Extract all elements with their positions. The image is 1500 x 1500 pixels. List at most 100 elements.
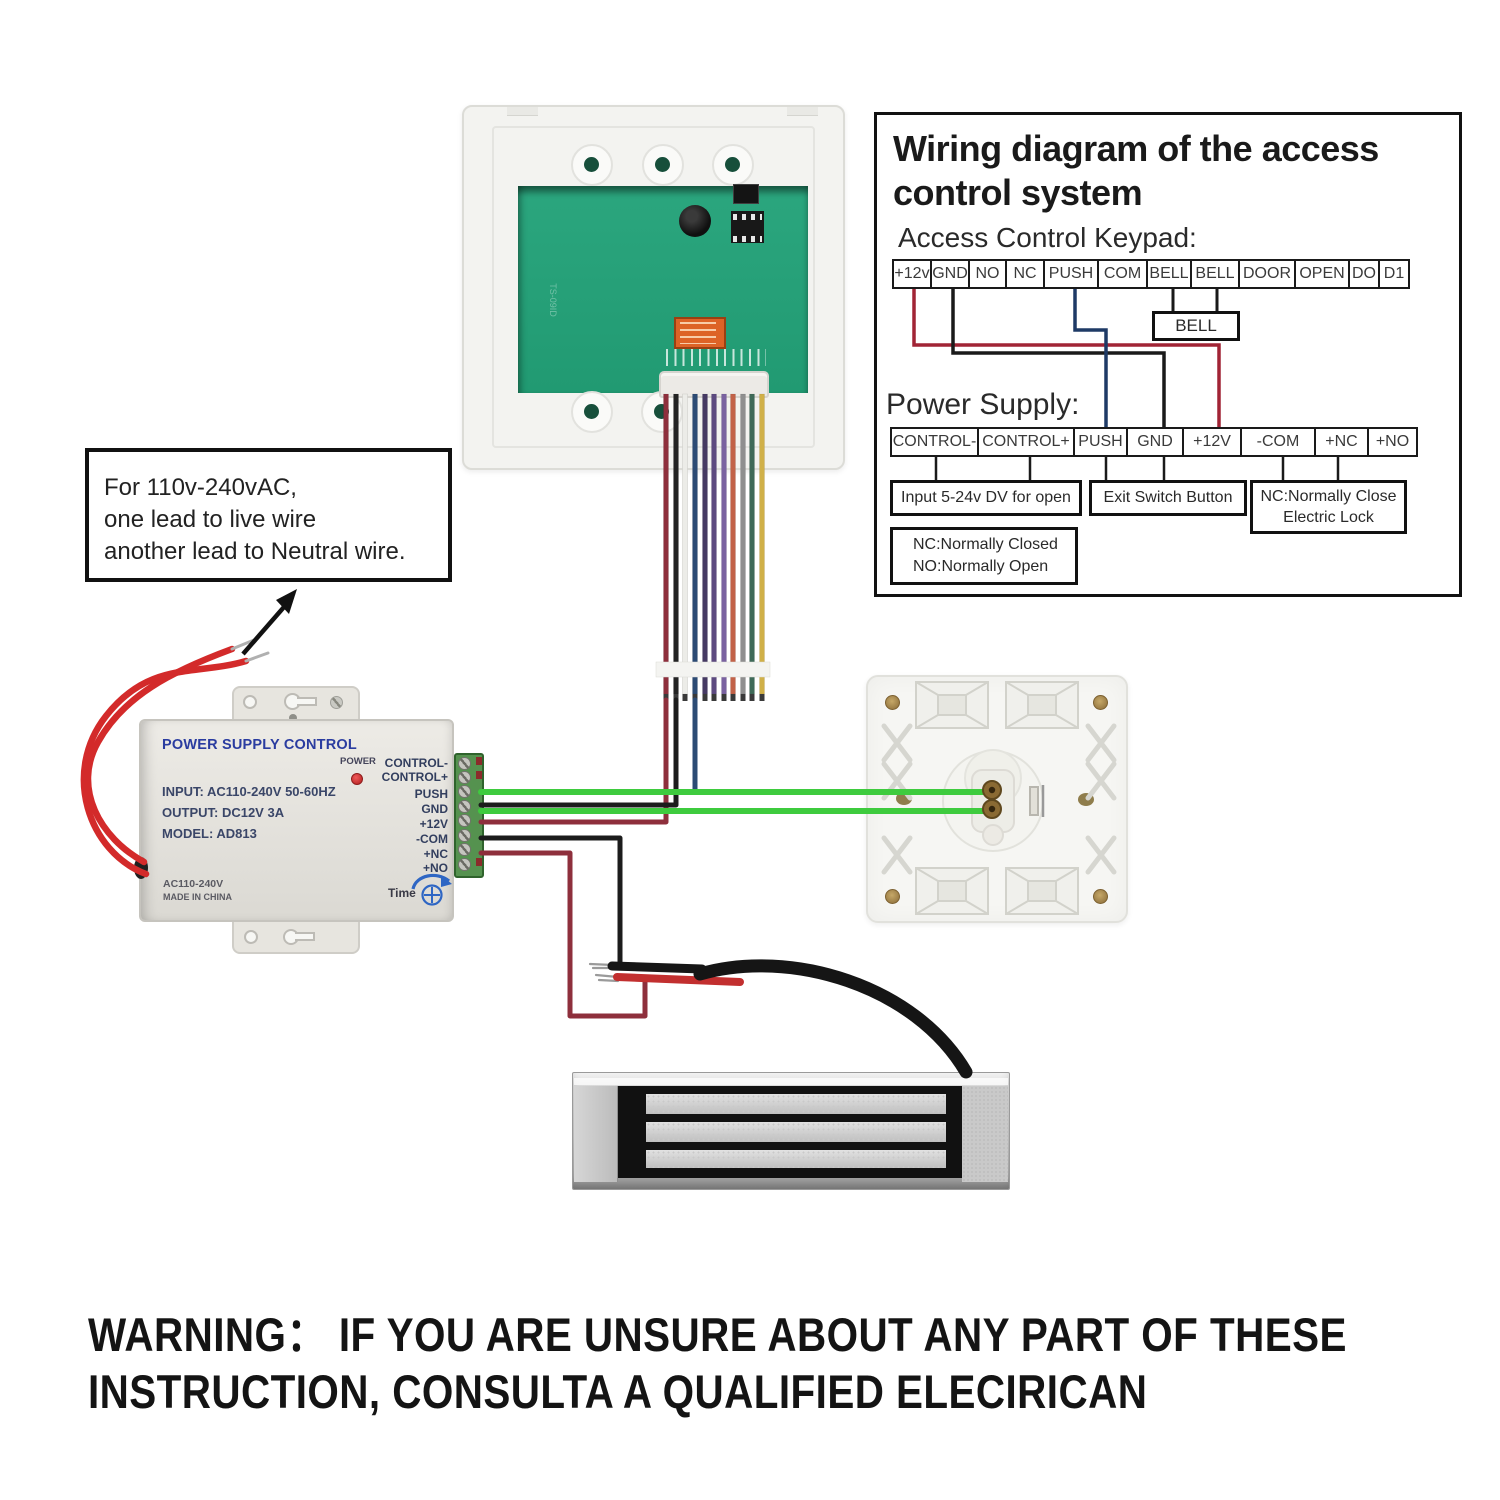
terminal-screw (458, 857, 471, 871)
ribbon-connector (659, 371, 769, 398)
ps-terminal-cell: CONTROL+ (977, 427, 1075, 457)
exit-corner-screw (885, 889, 900, 904)
maglock-core-strip (646, 1150, 946, 1168)
diagram-title-line2: control system (893, 172, 1143, 213)
keypad-terminal-cell: OPEN (1294, 259, 1350, 289)
exit-corner-screw (1093, 695, 1108, 710)
chip (733, 184, 759, 204)
psu-mount-hole (244, 930, 258, 944)
terminal-screw (458, 785, 471, 798)
psu-terminal-label: GND (421, 802, 448, 816)
keypad-terminal-cell: DOOR (1238, 259, 1296, 289)
keypad-inner-frame (492, 126, 815, 448)
terminal-screw (458, 799, 471, 813)
terminal-wire-stub (476, 771, 482, 779)
terminal-wire-stub (476, 757, 482, 765)
psu-spec-model: MODEL: AD813 (162, 826, 257, 841)
ps-terminal-cell: +NC (1314, 427, 1369, 457)
psu-keyhole-slot (295, 932, 315, 941)
psu-spec-output: OUTPUT: DC12V 3A (162, 805, 285, 820)
terminal-screw (458, 756, 471, 770)
psu-terminal-label: +NC (423, 847, 448, 861)
ac-note-box (85, 448, 452, 582)
screw-hole (584, 404, 599, 419)
maglock-nc-wire (478, 850, 648, 1019)
maglock-cable (693, 959, 973, 1079)
diagram-title-line1: Wiring diagram of the access (893, 128, 1379, 169)
keypad-terminal-cell: +12v (892, 259, 932, 289)
keypad-terminal-strip: +12v GND NO NC PUSH COM BELL BELL DOOR O… (892, 259, 1410, 289)
ac-note-line2: one lead to live wire (104, 506, 317, 533)
keypad-gnd-wire (478, 697, 679, 808)
pcb-serial-text: TS-09ID (547, 283, 558, 317)
psu-terminal-label: -COM (416, 832, 448, 846)
ac-note-line3: another lead to Neutral wire. (104, 538, 406, 565)
maglock-leads (588, 959, 973, 1079)
ps-terminal-cell: PUSH (1073, 427, 1128, 457)
keypad-terminal-cell: BELL (1146, 259, 1192, 289)
buzzer (679, 205, 711, 237)
diagram-keypad-heading: Access Control Keypad: (898, 222, 1197, 253)
keypad-terminal-cell: NO (968, 259, 1007, 289)
keypad-terminal-cell: D1 (1378, 259, 1410, 289)
terminal-screw (458, 814, 471, 827)
psu-screw (330, 696, 343, 709)
terminal-screw (458, 843, 471, 856)
nc-lock-line1: NC:Normally Close (1260, 488, 1397, 505)
ps-terminal-cell: GND (1126, 427, 1184, 457)
keypad-top-notch-right (787, 107, 818, 116)
keypad-terminal-cell: COM (1097, 259, 1148, 289)
ac-note-line1: For 110v-240vAC, (104, 474, 297, 501)
maglock-core-strip (646, 1094, 946, 1114)
nc-lock-line2: Electric Lock (1283, 509, 1374, 526)
exit-annotation-box: Exit Switch Button (1089, 480, 1247, 516)
psu-title: POWER SUPPLY CONTROL (162, 737, 357, 753)
diagram-power-heading: Power Supply: (886, 388, 1080, 421)
nc-lock-annotation-box: NC:Normally Close Electric Lock (1250, 480, 1407, 534)
screw-hole (655, 157, 670, 172)
terminal-screw (458, 770, 471, 784)
ps-terminal-cell: +12V (1182, 427, 1242, 457)
maglock-top-rail (574, 1078, 1008, 1085)
exit-side-hole (896, 792, 912, 805)
psu-terminal-label: CONTROL- (384, 756, 448, 770)
psu-power-label: POWER (340, 756, 376, 767)
legend-box: NC:Normally Closed NO:Normally Open (890, 527, 1078, 585)
note-arrow (241, 589, 297, 656)
relay-markings (680, 322, 716, 344)
psu-terminal-label: PUSH (414, 787, 448, 801)
exit-small-hole (953, 816, 963, 826)
exit-side-hole (1078, 793, 1094, 806)
ps-terminal-cell: CONTROL- (890, 427, 979, 457)
psu-terminal-label: +12V (419, 817, 448, 831)
psu-keyhole-slot (297, 697, 317, 706)
pcb-silkscreen-labels (666, 349, 766, 366)
psu-mount-hole (243, 695, 257, 709)
ic-pins (733, 236, 762, 242)
terminal-wire-stub (476, 858, 482, 866)
psu-origin: MADE IN CHINA (163, 892, 232, 902)
terminal-screw (458, 828, 471, 842)
psu-pin-hole (289, 714, 297, 722)
screw-hole (584, 157, 599, 172)
screw-hole (654, 404, 669, 419)
legend-line1: NC:Normally Closed (913, 536, 1058, 553)
keypad-plus12-wire (478, 697, 669, 825)
keypad-terminal-cell: NC (1005, 259, 1045, 289)
input-annotation-box: Input 5-24v DV for open (890, 480, 1082, 516)
bell-box: BELL (1152, 311, 1240, 341)
exit-corner-screw (885, 695, 900, 710)
maglock-right-cap (962, 1086, 1008, 1182)
psu-terminal-label: +NO (422, 861, 448, 875)
power-led (351, 773, 363, 785)
ps-terminal-cell: -COM (1240, 427, 1316, 457)
keypad-terminal-cell: DO (1348, 259, 1380, 289)
legend-line2: NO:Normally Open (913, 558, 1049, 575)
screw-hole (725, 157, 740, 172)
exit-corner-screw (1093, 889, 1108, 904)
keypad-top-notch-left (507, 107, 538, 116)
ps-terminal-cell: +NO (1367, 427, 1418, 457)
keypad-terminal-cell: PUSH (1043, 259, 1099, 289)
keypad-terminal-cell: GND (930, 259, 970, 289)
